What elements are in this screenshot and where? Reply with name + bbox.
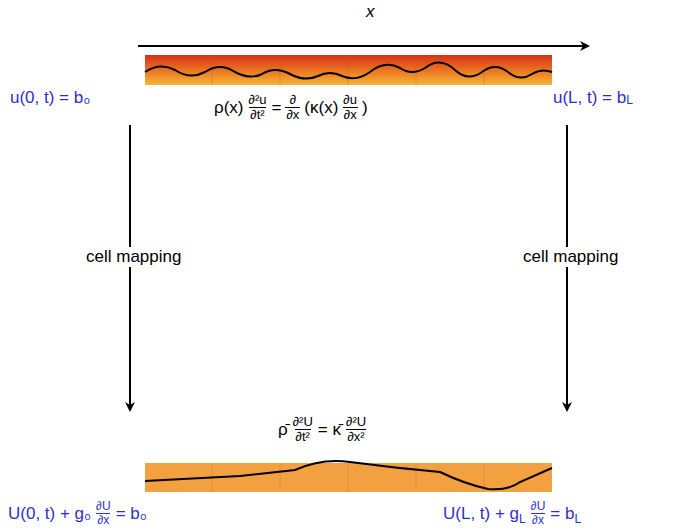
fraction: ∂u∂x (342, 93, 358, 122)
equation-row: ρ̄∂²U∂t²= κ̄∂²U∂x² (278, 415, 367, 444)
fraction: ∂U∂x (530, 500, 547, 527)
fraction: ∂²U∂x² (345, 415, 367, 444)
equation-row: ρ(x)∂²u∂t²=∂∂x(κ(x)∂u∂x) (214, 93, 368, 122)
math-text: ∂x (531, 513, 545, 527)
math-text: ρ̄ (278, 420, 288, 440)
math-text: ∂²u (248, 93, 268, 107)
fraction: ∂U∂x (95, 500, 112, 527)
equation-row: u(L, t) = bL (553, 88, 633, 108)
fraction: ∂²u∂t² (248, 93, 268, 122)
math-text: = (271, 98, 281, 118)
math-text: ∂ (289, 93, 297, 107)
equation-row: cell mapping (521, 247, 620, 267)
math-text: u(L, t) = b (553, 88, 626, 108)
math-text: ∂t² (249, 107, 265, 122)
math-text: = κ̄ (318, 420, 341, 440)
equation-row: x (366, 2, 375, 22)
math-text: L (574, 509, 581, 529)
math-text: ∂²U (292, 415, 314, 429)
math-text: ρ(x) (214, 98, 244, 118)
heterogeneous-bar (145, 55, 552, 85)
math-text: cell mapping (521, 247, 620, 267)
mapping-arrow (566, 125, 568, 410)
math-text: ∂U (530, 500, 547, 513)
equation-row: cell mapping (84, 247, 183, 267)
math-text: ∂x (343, 107, 358, 122)
equation-row: u(0, t) = b₀ (10, 88, 90, 108)
wave-curve (145, 461, 552, 489)
math-text: L (626, 90, 633, 110)
equation-row: U(0, t) + g₀∂U∂x= b₀ (8, 500, 147, 527)
math-text: u(0, t) = b₀ (10, 88, 90, 108)
math-text: U(L, t) + g (443, 504, 519, 524)
math-text: U(0, t) + g₀ (8, 504, 91, 524)
math-text: ∂x (96, 513, 110, 527)
math-text: (κ(x) (304, 98, 338, 118)
math-text: L (519, 509, 526, 529)
math-text: ∂x² (346, 429, 365, 444)
math-text: ∂U (95, 500, 112, 513)
math-text: ∂²U (345, 415, 367, 429)
mapping-arrow (129, 125, 131, 410)
math-text: ∂u (342, 93, 358, 107)
cell-lines (212, 55, 484, 85)
math-text: ∂x (285, 107, 300, 122)
math-text: = b (550, 504, 574, 524)
math-text: ) (362, 98, 368, 118)
cell-lines (212, 463, 484, 492)
equation-row: U(L, t) + gL∂U∂x= bL (443, 500, 581, 527)
x-axis-arrow (138, 45, 588, 47)
math-text: = b₀ (116, 504, 147, 524)
math-text: ∂t² (295, 429, 311, 444)
fraction: ∂²U∂t² (292, 415, 314, 444)
math-text: x (366, 2, 375, 22)
wave-curve (145, 62, 552, 78)
math-text: cell mapping (84, 247, 183, 267)
fraction: ∂∂x (285, 93, 300, 122)
